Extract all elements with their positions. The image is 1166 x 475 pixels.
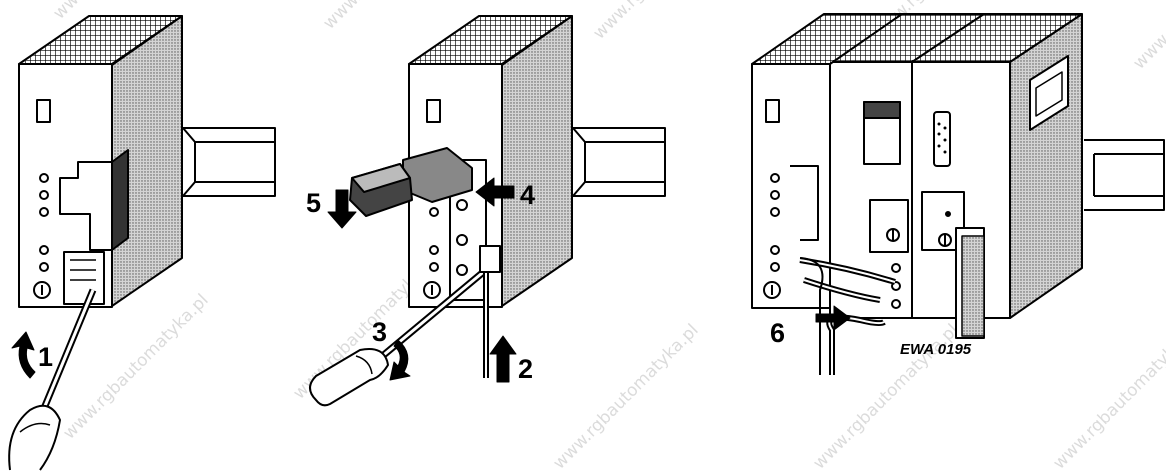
watermark-text: www.rgbautomatyka.pl [319, 0, 472, 34]
din-rail [1084, 139, 1165, 211]
indicator-leds [770, 173, 780, 272]
step-2-arrow [489, 335, 517, 383]
watermark-text: www.rgbautomatyka.pl [1049, 320, 1166, 473]
module-side [501, 15, 573, 307]
screwdriver [8, 288, 97, 471]
panel-2-remove-module [309, 15, 666, 407]
panel-1-release-module [8, 15, 276, 471]
step-1-arrow [11, 331, 36, 379]
din-rail [572, 127, 666, 197]
step-1-label: 1 [38, 342, 53, 372]
figure-code: EWA 0195 [900, 341, 972, 358]
panel-3-assembled-unit [751, 13, 1165, 375]
indicator-leds [39, 173, 49, 272]
step-6-arrow [815, 305, 851, 331]
watermark-text: www.rgbautomatyka.pl [589, 0, 742, 44]
step-4-arrow [475, 177, 515, 207]
cpu-module-side [1009, 13, 1083, 319]
cable-bundle [799, 257, 896, 375]
label-window [426, 99, 441, 123]
step-3-label: 3 [372, 317, 387, 347]
step-2-label: 2 [518, 354, 533, 384]
watermark-text: www.rgbautomatyka.pl [1129, 0, 1166, 74]
din-rail [182, 127, 276, 197]
status-leds [891, 263, 901, 309]
mode-selector-panel [869, 199, 909, 253]
label-window [765, 99, 780, 123]
step-4-label: 4 [520, 180, 535, 210]
watermark-text: www.rgbautomatyka.pl [549, 320, 702, 473]
connector-side [111, 149, 129, 251]
step-5-label: 5 [306, 188, 321, 218]
sub-d-connector [933, 111, 951, 167]
step-5-arrow [327, 189, 357, 229]
label-window [36, 99, 51, 123]
step-6-label: 6 [770, 318, 785, 348]
step-3-arrow [389, 339, 411, 381]
